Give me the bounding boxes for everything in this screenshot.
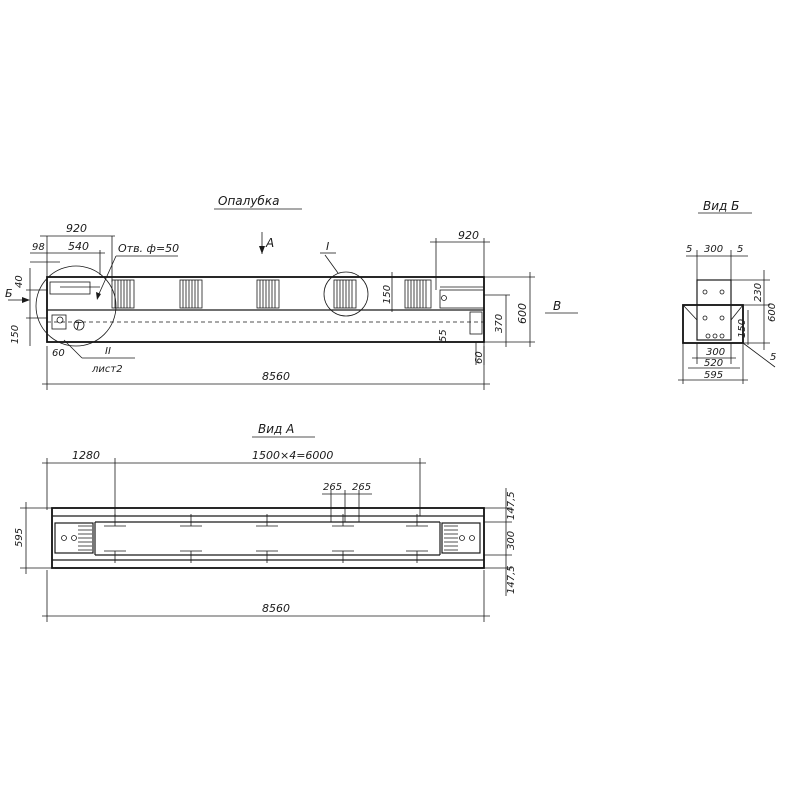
callout-circle-T: T [75, 321, 82, 332]
top-left-dimensions: 920 540 98 [30, 222, 115, 282]
view-b-right-dimensions: 230 600 150 5 [731, 270, 778, 368]
elevation-title: Опалубка [218, 194, 279, 208]
dim-540: 540 [68, 240, 89, 253]
view-b: Вид Б 5 300 5 230 600 150 [678, 199, 778, 384]
embedded-plates [111, 279, 432, 309]
hole-note: Отв. ф=50 [118, 242, 179, 255]
elevation-view: Опалубка T I [5, 194, 578, 390]
view-a-dim-300: 300 [506, 531, 517, 550]
view-a-top-dimensions: 1280 1500×4=6000 265 265 [42, 449, 426, 522]
view-a-dim-265a: 265 [323, 482, 342, 493]
view-a-outline [51, 507, 485, 569]
view-a-dim-595: 595 [14, 528, 25, 547]
view-a-overall-length: 8560 [42, 570, 490, 622]
callout-II-number: II [105, 346, 111, 357]
view-a-left-dimensions: 595 [14, 502, 55, 574]
left-dimensions: 40 150 60 [10, 268, 65, 359]
view-b-section [682, 304, 744, 344]
node-I-circle [323, 271, 369, 317]
view-b-dim-300-bottom: 300 [706, 347, 725, 358]
view-a-title: Вид А [258, 422, 294, 436]
dim-55: 55 [438, 329, 449, 342]
view-b-dim-600: 600 [767, 303, 778, 322]
view-a-dim-147-5-bottom: 147,5 [506, 565, 517, 594]
dim-60-left: 60 [52, 348, 65, 359]
dim-60-right: 60 [474, 351, 485, 364]
dim-150-left: 150 [10, 325, 21, 344]
view-a-right-dimensions: 147,5 300 147,5 [484, 488, 517, 596]
top-right-dimensions: 920 150 [382, 229, 490, 312]
callout-II-sheet: лист2 [91, 364, 123, 375]
embedded-parts-plan [104, 514, 428, 563]
section-mark-b: Б [5, 287, 13, 300]
view-b-dim-5a: 5 [686, 244, 692, 255]
view-a-dim-147-5-top: 147,5 [506, 491, 517, 520]
view-b-dim-595: 595 [704, 370, 723, 381]
view-b-dim-300-top: 300 [704, 244, 723, 255]
right-dimensions: 600 370 55 60 [438, 272, 535, 365]
view-b-dim-150: 150 [737, 319, 748, 338]
view-b-title: Вид Б [703, 199, 739, 213]
node-callout-circle [35, 265, 117, 347]
view-b-top-dimensions: 5 300 5 [686, 244, 748, 282]
view-b-bottom-dimensions: 300 520 595 [678, 343, 748, 384]
node-I-label: I [326, 240, 329, 253]
view-b-dim-5-right: 5 [770, 352, 776, 363]
dim-370: 370 [494, 314, 505, 333]
overall-length-dimension: 8560 [42, 346, 490, 390]
dim-150-right: 150 [382, 285, 393, 304]
view-a-dim-1280: 1280 [72, 449, 100, 462]
section-mark-v: В [553, 299, 561, 313]
view-b-dim-5b: 5 [737, 244, 743, 255]
dim-98: 98 [32, 242, 45, 253]
dim-40: 40 [14, 275, 25, 288]
view-a-dim-span: 1500×4=6000 [252, 449, 333, 462]
view-b-dim-520: 520 [704, 358, 723, 369]
section-mark-a: А [265, 236, 274, 250]
view-a-dim-8560: 8560 [262, 602, 290, 615]
hole-marker [73, 319, 85, 331]
dim-920-right: 920 [458, 229, 479, 242]
view-a: Вид А 1280 1500×4=6000 [14, 422, 517, 622]
dim-920-left: 920 [66, 222, 87, 235]
dim-8560-elevation: 8560 [262, 370, 290, 383]
dim-600-right: 600 [516, 303, 529, 324]
view-b-dim-230: 230 [753, 283, 764, 302]
view-a-dim-265b: 265 [352, 482, 371, 493]
